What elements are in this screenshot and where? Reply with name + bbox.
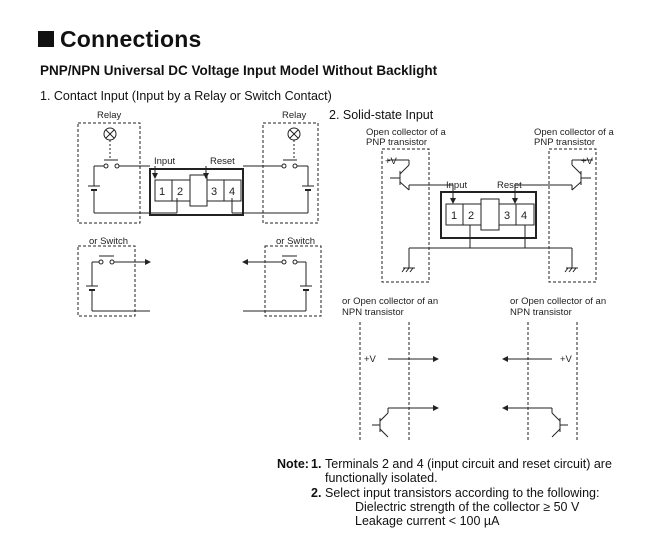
npn-right-supply-label: +V (560, 354, 573, 365)
reset-label-1: Reset (210, 156, 235, 167)
pnp-left-transistor-icon (388, 159, 410, 191)
terminal2-2: 2 (468, 210, 474, 222)
section1-title: 1. Contact Input (Input by a Relay or Sw… (40, 89, 332, 103)
terminal1-2: 2 (177, 186, 183, 198)
ground-right-icon (564, 267, 578, 273)
page-title-text: Connections (60, 26, 202, 52)
battery-right-top (302, 185, 314, 191)
pnp-left-label-line1: Open collector of a (366, 127, 446, 138)
relay-left-label: Relay (97, 110, 122, 121)
relay-right-coil-icon (287, 127, 301, 141)
npn-left-transistor-icon (372, 408, 389, 438)
terminal2-1: 1 (451, 210, 457, 222)
npn-right-transistor-icon (551, 408, 568, 438)
pnp-right-label-line2: PNP transistor (534, 137, 595, 148)
switch-left-label: or Switch (89, 236, 128, 247)
note2-dielectric-line: Dielectric strength of the collector ≥ 5… (355, 500, 580, 514)
note2-text: Select input transistors according to th… (325, 486, 600, 500)
reset-label-2: Reset (497, 180, 522, 191)
note-label: Note: (277, 457, 309, 471)
npn-left-supply-label: +V (364, 354, 377, 365)
switch-left-box (77, 245, 136, 317)
terminal2-3: 3 (504, 210, 510, 222)
note1-text: Terminals 2 and 4 (input circuit and res… (325, 457, 612, 471)
relay-left-contact (94, 159, 150, 169)
input-label-2: Input (446, 180, 467, 191)
note1-continuation: functionally isolated. (325, 471, 438, 485)
relay-right-box (262, 122, 319, 224)
pnp-right-transistor-icon (571, 159, 593, 191)
battery-left-top (88, 185, 100, 191)
terminal1-4: 4 (229, 186, 235, 198)
relay-left-box (77, 122, 141, 224)
input-label-1: Input (154, 156, 175, 167)
terminal-block-1 (149, 168, 244, 216)
pnp-right-label-line1: Open collector of a (534, 127, 614, 138)
npn-left-label-line2: NPN transistor (342, 307, 404, 318)
supply-left-label: +V (385, 156, 398, 167)
npn-right-label-line2: NPN transistor (510, 307, 572, 318)
pnp-left-label-line2: PNP transistor (366, 137, 427, 148)
note1-number: 1. (311, 457, 322, 471)
npn-left-label-line1: or Open collector of an (342, 296, 438, 307)
relay-right-contact (243, 159, 308, 169)
switch-right-label: or Switch (276, 236, 315, 247)
terminal-block-2 (440, 191, 537, 239)
page-subtitle: PNP/NPN Universal DC Voltage Input Model… (40, 63, 438, 78)
title-square-icon (38, 31, 54, 47)
supply-right-label: +V (581, 156, 594, 167)
terminal1-3: 3 (211, 186, 217, 198)
note2-leakage-line: Leakage current < 100 µA (355, 514, 500, 528)
npn-right-label-line1: or Open collector of an (510, 296, 606, 307)
switch-right-box (264, 245, 322, 317)
section2-title: 2. Solid-state Input (329, 108, 434, 122)
note2-number: 2. (311, 486, 322, 500)
relay-left-coil-icon (103, 127, 117, 141)
relay-right-label: Relay (282, 110, 307, 121)
terminal2-4: 4 (521, 210, 527, 222)
page-title: Connections (38, 26, 201, 53)
terminal1-1: 1 (159, 186, 165, 198)
ground-left-icon (401, 267, 415, 273)
